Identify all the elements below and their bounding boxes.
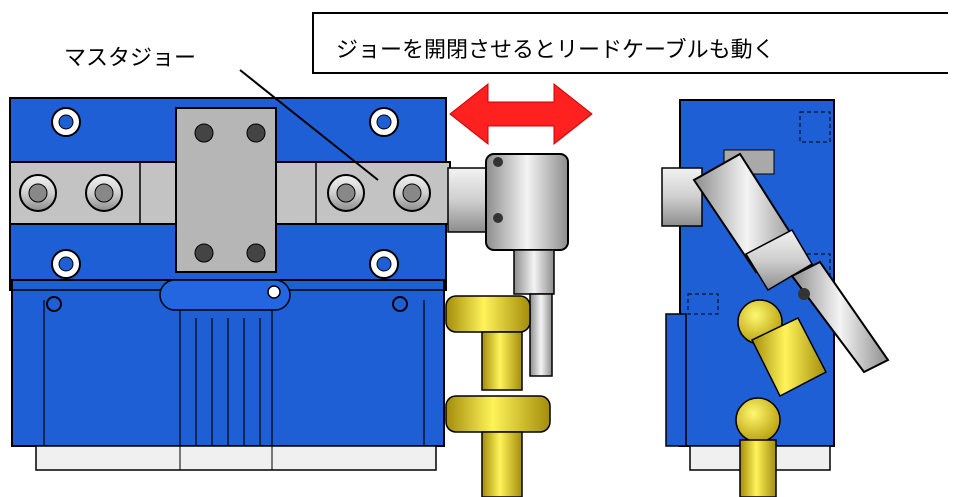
cable-fitting (447, 153, 569, 377)
housing-slot (159, 279, 291, 311)
housing-grooves (43, 300, 425, 446)
side-air-fittings (735, 299, 828, 497)
callout-text: ジョーを開閉させるとリードケーブルも動く (336, 38, 775, 63)
lead-cable (692, 152, 890, 374)
gripper-side-view (661, 99, 890, 497)
master-jaw-label: マスタジョー (64, 46, 197, 71)
jaw-bolts (19, 174, 431, 212)
double-headed-arrow-icon (449, 82, 593, 146)
air-fittings (445, 295, 551, 497)
leader-line (239, 69, 379, 181)
gripper-front-view (9, 97, 569, 497)
mounting-holes (46, 107, 408, 312)
base-foot (35, 445, 437, 471)
callout-box (312, 12, 948, 74)
plate-screws (194, 123, 266, 263)
